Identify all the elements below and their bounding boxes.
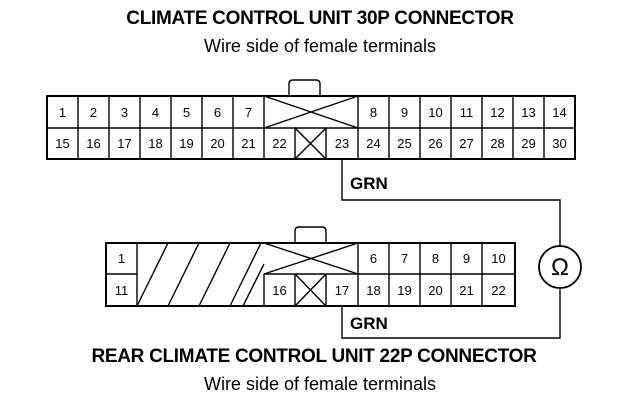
lower-pin-label: 7 <box>401 251 408 266</box>
lower-pin-label: 10 <box>491 251 505 266</box>
lower-pin-label: 19 <box>397 283 411 298</box>
upper-pin-label: 4 <box>152 105 159 120</box>
upper-pin-label: 27 <box>459 136 473 151</box>
upper-connector-subtitle: Wire side of female terminals <box>203 36 437 56</box>
upper-pin-label: 1 <box>59 105 66 120</box>
upper-pin-label: 8 <box>370 105 377 120</box>
lower-pin-label: 21 <box>459 283 473 298</box>
upper-pin-label: 26 <box>428 136 442 151</box>
upper-pin-label: 24 <box>366 136 380 151</box>
lower-pin-label: 6 <box>370 251 377 266</box>
lower-latch <box>294 226 327 243</box>
upper-pin-label: 12 <box>490 105 504 120</box>
upper-pin-label: 6 <box>214 105 221 120</box>
lower-connector-title: REAR CLIMATE CONTROL UNIT 22P CONNECTOR <box>91 346 537 367</box>
upper-connector-title: CLIMATE CONTROL UNIT 30P CONNECTOR <box>126 8 514 29</box>
upper-blank-cross-b <box>263 95 359 129</box>
lower-test-lead <box>341 289 561 339</box>
upper-pin-label: 29 <box>521 136 535 151</box>
upper-pin-label: 18 <box>148 136 162 151</box>
upper-pin-label: 17 <box>117 136 131 151</box>
ohm-symbol: Ω <box>551 254 569 281</box>
upper-pin-label: 11 <box>460 105 474 120</box>
upper-wire-color-label: GRN <box>350 174 388 193</box>
lower-pin-label: 11 <box>115 283 129 298</box>
lower-pin-label: 17 <box>335 283 349 298</box>
upper-empty-cell-cross-b <box>294 127 327 160</box>
lower-pin-label: 18 <box>366 283 380 298</box>
upper-pin-label: 2 <box>90 105 97 120</box>
lower-pin-label: 1 <box>118 251 125 266</box>
upper-connector <box>46 79 576 160</box>
upper-pin-label: 19 <box>179 136 193 151</box>
upper-pin-label: 10 <box>428 105 442 120</box>
lower-row2-labels: 11 16 17 18 19 20 21 22 <box>115 283 506 298</box>
upper-pin-label: 3 <box>121 105 128 120</box>
upper-pin-label: 14 <box>552 105 566 120</box>
upper-pin-label: 30 <box>552 136 566 151</box>
lower-blank-cross-b <box>263 242 359 275</box>
upper-pin-label: 13 <box>521 105 535 120</box>
upper-pin-label: 22 <box>272 136 286 151</box>
upper-pin-label: 15 <box>55 136 69 151</box>
lower-wire-color-label: GRN <box>350 314 388 333</box>
upper-pin-label: 9 <box>401 105 408 120</box>
upper-pin-label: 20 <box>210 136 224 151</box>
lower-connector <box>105 226 516 307</box>
lower-pin-label: 9 <box>463 251 470 266</box>
lower-row1-labels: 1 6 7 8 9 10 <box>118 251 506 266</box>
upper-latch <box>288 79 321 96</box>
upper-pin-label: 21 <box>241 136 255 151</box>
upper-pin-label: 7 <box>245 105 252 120</box>
upper-pin-label: 5 <box>183 105 190 120</box>
lower-pin-label: 16 <box>272 283 286 298</box>
upper-pin-label: 28 <box>490 136 504 151</box>
upper-row2-labels: 15 16 17 18 19 20 21 22 23 24 25 26 27 2… <box>55 136 566 151</box>
upper-pin-label: 16 <box>86 136 100 151</box>
lower-pin-label: 20 <box>428 283 442 298</box>
upper-pin-label: 25 <box>397 136 411 151</box>
test-lead-wiring <box>341 159 582 339</box>
lower-pin-label: 22 <box>491 283 505 298</box>
upper-pin-label: 23 <box>335 136 349 151</box>
lower-pin-label: 8 <box>432 251 439 266</box>
lower-empty-cell-cross-b <box>294 273 327 307</box>
ohmmeter-icon <box>538 245 582 289</box>
upper-test-lead <box>341 159 561 246</box>
lower-connector-subtitle: Wire side of female terminals <box>203 374 437 394</box>
upper-row1-labels: 1 2 3 4 5 6 7 8 9 10 11 12 13 14 <box>59 105 567 120</box>
